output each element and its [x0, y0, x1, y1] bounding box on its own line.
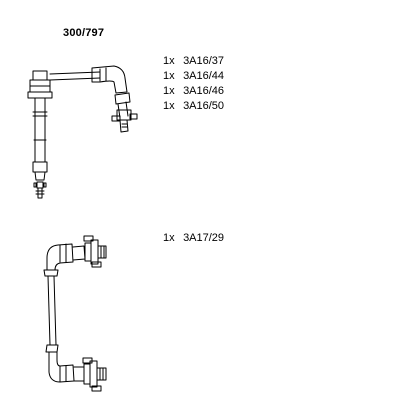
part-qty: 1x	[163, 232, 175, 244]
part-code: 3A16/44	[183, 70, 225, 82]
part-code: 3A16/46	[183, 85, 225, 97]
coil-connector-angled	[91, 65, 138, 133]
part-code: 3A16/50	[183, 100, 225, 112]
spark-plug-boot-straight	[27, 70, 53, 199]
part-qty: 1x	[163, 70, 175, 82]
part-item: 1x 3A16/46	[163, 84, 224, 99]
part-qty: 1x	[163, 85, 175, 97]
cable-lower	[47, 275, 57, 346]
parts-list-lower: 1x 3A17/29	[163, 231, 224, 246]
lead-upper-illustration	[27, 65, 138, 199]
connector-bottom-angled	[45, 344, 107, 392]
parts-list-upper: 1x 3A16/37 1x 3A16/44 1x 3A16/46 1x 3A16…	[163, 54, 224, 114]
lead-lower-illustration	[43, 235, 107, 392]
connector-top-angled	[43, 235, 107, 277]
part-item: 1x 3A16/44	[163, 69, 224, 84]
part-item: 1x 3A17/29	[163, 231, 224, 246]
part-qty: 1x	[163, 100, 175, 112]
set-number: 300/797	[63, 27, 105, 39]
part-code: 3A16/37	[183, 55, 225, 67]
part-item: 1x 3A16/50	[163, 99, 224, 114]
part-item: 1x 3A16/37	[163, 54, 224, 69]
part-code: 3A17/29	[183, 232, 225, 244]
part-qty: 1x	[163, 55, 175, 67]
